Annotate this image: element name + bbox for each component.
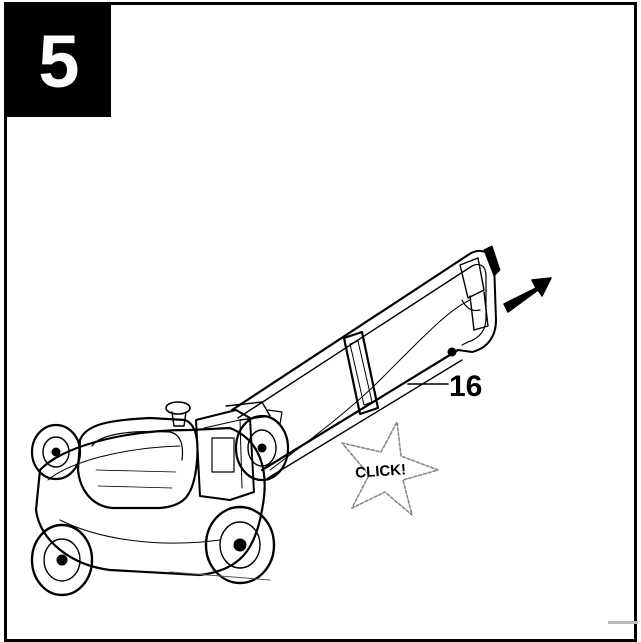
- rear-right-wheel: [204, 505, 276, 585]
- click-starburst-icon: [341, 421, 439, 516]
- front-left-wheel: [30, 423, 82, 481]
- front-right-wheel: [234, 414, 290, 482]
- part-callout-label: 16: [449, 370, 483, 403]
- step-number-badge: 5: [7, 5, 111, 117]
- handle-bar-assembly: [230, 245, 501, 479]
- rear-left-wheel: [30, 523, 94, 597]
- corner-mark: [608, 621, 638, 624]
- pull-direction-arrow-icon: [503, 277, 552, 313]
- step-number: 5: [38, 19, 80, 103]
- lawn-mower-illustration: [34, 401, 283, 577]
